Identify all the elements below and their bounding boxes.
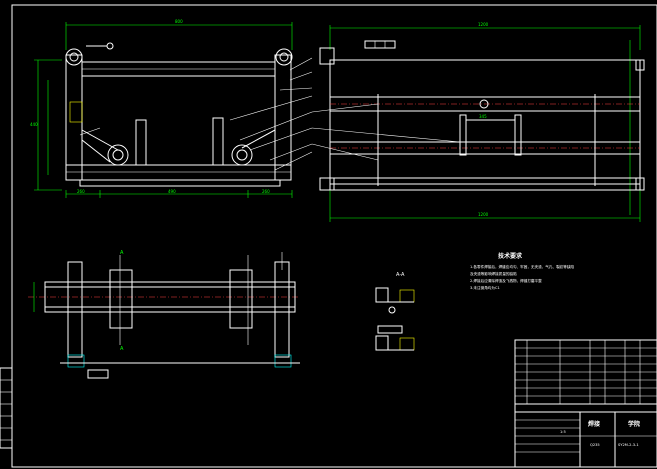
- view-mark-a-top: A: [120, 250, 124, 256]
- tech-req-line-3: 2.焊接后应清除焊渣及飞溅物，焊缝打磨平整: [470, 278, 542, 283]
- tech-requirements: 技术要求 1.各零件焊接后，焊缝应均匀、牢固，无夹渣、气孔、裂纹等缺陷 及夹渣等…: [470, 252, 574, 290]
- top-view: A A: [28, 250, 300, 379]
- view-mark-a-bottom: A: [120, 346, 124, 352]
- title-drawing-no: SY2M-2-3-1: [618, 443, 639, 447]
- dim-right-width: 1200: [478, 22, 489, 27]
- title-block: 焊接 学院 SY2M-2-3-1 Q235 1:5: [514, 339, 657, 468]
- left-margin-block: [0, 367, 13, 449]
- dim-bottom-left: 260: [77, 189, 85, 194]
- title-school: 学院: [628, 420, 640, 428]
- drawing-border: [11, 4, 657, 468]
- tech-req-line-4: 3.未注倒角均为C1: [470, 285, 500, 290]
- title-name: 焊接: [588, 420, 600, 428]
- dim-left-height: 440: [30, 122, 38, 127]
- side-view: 1200 1200 345: [311, 22, 645, 222]
- tech-req-line-2: 及夹渣等影响焊接质量的缺陷: [470, 271, 517, 276]
- dim-top-width: 800: [175, 19, 183, 24]
- dim-right-bottom: 1200: [478, 212, 489, 217]
- dim-mid: 345: [479, 114, 487, 119]
- title-scale: 1:5: [560, 430, 566, 434]
- front-view: 800 440 260 490 260: [30, 19, 313, 198]
- section-label: A-A: [396, 272, 405, 278]
- section-detail: A-A: [375, 272, 415, 351]
- dim-bottom-mid: 490: [168, 189, 176, 194]
- tech-req-title: 技术要求: [498, 252, 523, 260]
- dim-bottom-right: 260: [262, 189, 270, 194]
- tech-req-line-1: 1.各零件焊接后，焊缝应均匀、牢固，无夹渣、气孔、裂纹等缺陷: [470, 264, 574, 269]
- title-material: Q235: [590, 443, 600, 447]
